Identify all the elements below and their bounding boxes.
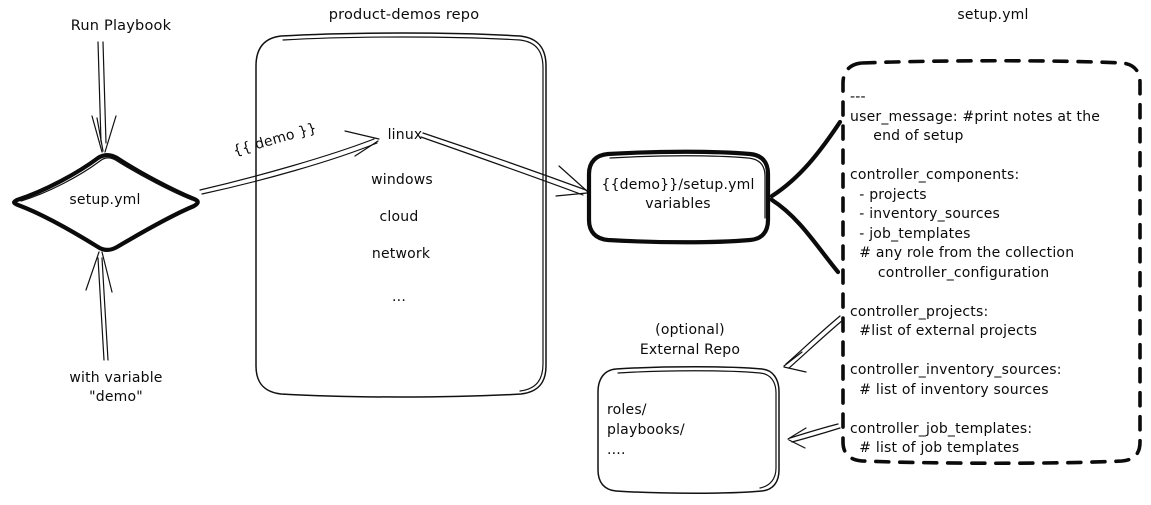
setup-yml-line [850, 342, 1100, 362]
product-demos-repo-box [255, 32, 547, 398]
repo-item-linux[interactable]: linux [387, 127, 423, 143]
setup-yml-diamond-shape [12, 152, 200, 253]
linux-to-variables-arrow [420, 132, 589, 197]
run-playbook-arrow [91, 41, 117, 153]
repo-item-network[interactable]: network [371, 246, 431, 262]
setup-yml-diamond-label: setup.yml [69, 192, 141, 208]
setup-yml-line: controller_inventory_sources: [850, 362, 1062, 378]
setup-yml-line: - job_templates [850, 225, 971, 242]
setup-yml-line: # list of inventory sources [850, 381, 1049, 398]
setup-yml-line: controller_configuration [850, 264, 1050, 281]
repo-item-windows[interactable]: windows [371, 172, 433, 188]
setup-yml-dashed-box [841, 58, 1142, 466]
repo-item-ellipsis: ... [392, 289, 406, 305]
setup-yml-caption: setup.yml [957, 7, 1029, 23]
setup-yml-line: - projects [850, 186, 927, 203]
projects-to-external-repo-arrow [783, 315, 844, 373]
setup-yml-line [850, 283, 1100, 303]
setup-yml-line: controller_job_templates: [850, 420, 1033, 437]
external-repo-caption-line2: External Repo [639, 342, 741, 358]
setup-yml-line [850, 147, 1100, 167]
external-repo-item-roles: roles/ [607, 402, 647, 418]
setup-yml-line: controller_projects: [850, 303, 989, 320]
run-playbook-label: Run Playbook [70, 18, 172, 34]
setup-yml-line: end of setup [850, 128, 964, 144]
setup-yml-line [850, 400, 1100, 420]
setup-yml-line: --- [850, 89, 866, 105]
setup-yml-line: user_message: #print notes at the [850, 108, 1101, 125]
variables-box-label-line1: {{demo}}/setup.yml [601, 177, 755, 193]
variables-to-setup-arrows [769, 119, 843, 275]
external-repo-item-ellipsis: .... [607, 442, 626, 458]
demo-variable-arrow [199, 130, 380, 195]
setup-yml-line: #list of external projects [850, 323, 1038, 339]
external-repo-item-playbooks: playbooks/ [607, 422, 685, 438]
product-demos-repo-caption: product-demos repo [328, 7, 480, 23]
external-repo-box [597, 366, 780, 494]
setup-yml-content: --- user_message: #print notes at the end… [850, 88, 1100, 459]
variables-box-label-line2: variables [645, 196, 711, 212]
job-templates-to-external-repo-arrow [787, 423, 841, 449]
with-variable-label-line1: with variable [69, 370, 163, 386]
repo-item-cloud[interactable]: cloud [379, 209, 419, 225]
with-variable-arrow [85, 251, 113, 361]
setup-yml-line: # list of job templates [850, 440, 1020, 456]
setup-yml-line: controller_components: [850, 167, 1020, 183]
with-variable-label-line2: "demo" [89, 389, 143, 405]
external-repo-caption-line1: (optional) [655, 322, 725, 338]
demo-setup-variables-box [586, 149, 771, 245]
setup-yml-line: - inventory_sources [850, 206, 1001, 222]
setup-yml-line: # any role from the collection [850, 245, 1075, 261]
